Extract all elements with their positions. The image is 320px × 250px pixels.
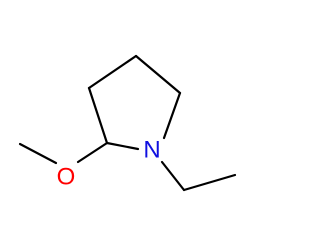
bond-c2-o — [76, 141, 109, 164]
bond-ring-c4-c5 — [134, 54, 182, 95]
bond-ring-c3-c4 — [87, 54, 138, 90]
bond-ring-c5-n — [162, 91, 182, 140]
molecule-structure: N O — [18, 54, 237, 192]
bond-ring-c3-c2 — [87, 86, 109, 145]
bond-n-ethyl-ch2 — [160, 160, 186, 192]
bond-o-methyl — [18, 142, 58, 165]
oxygen-atom-label: O — [57, 164, 76, 191]
bond-ethyl-ch2-ch3 — [182, 173, 237, 192]
bond-ring-c2-n — [105, 141, 140, 151]
nitrogen-atom-label: N — [143, 137, 160, 164]
